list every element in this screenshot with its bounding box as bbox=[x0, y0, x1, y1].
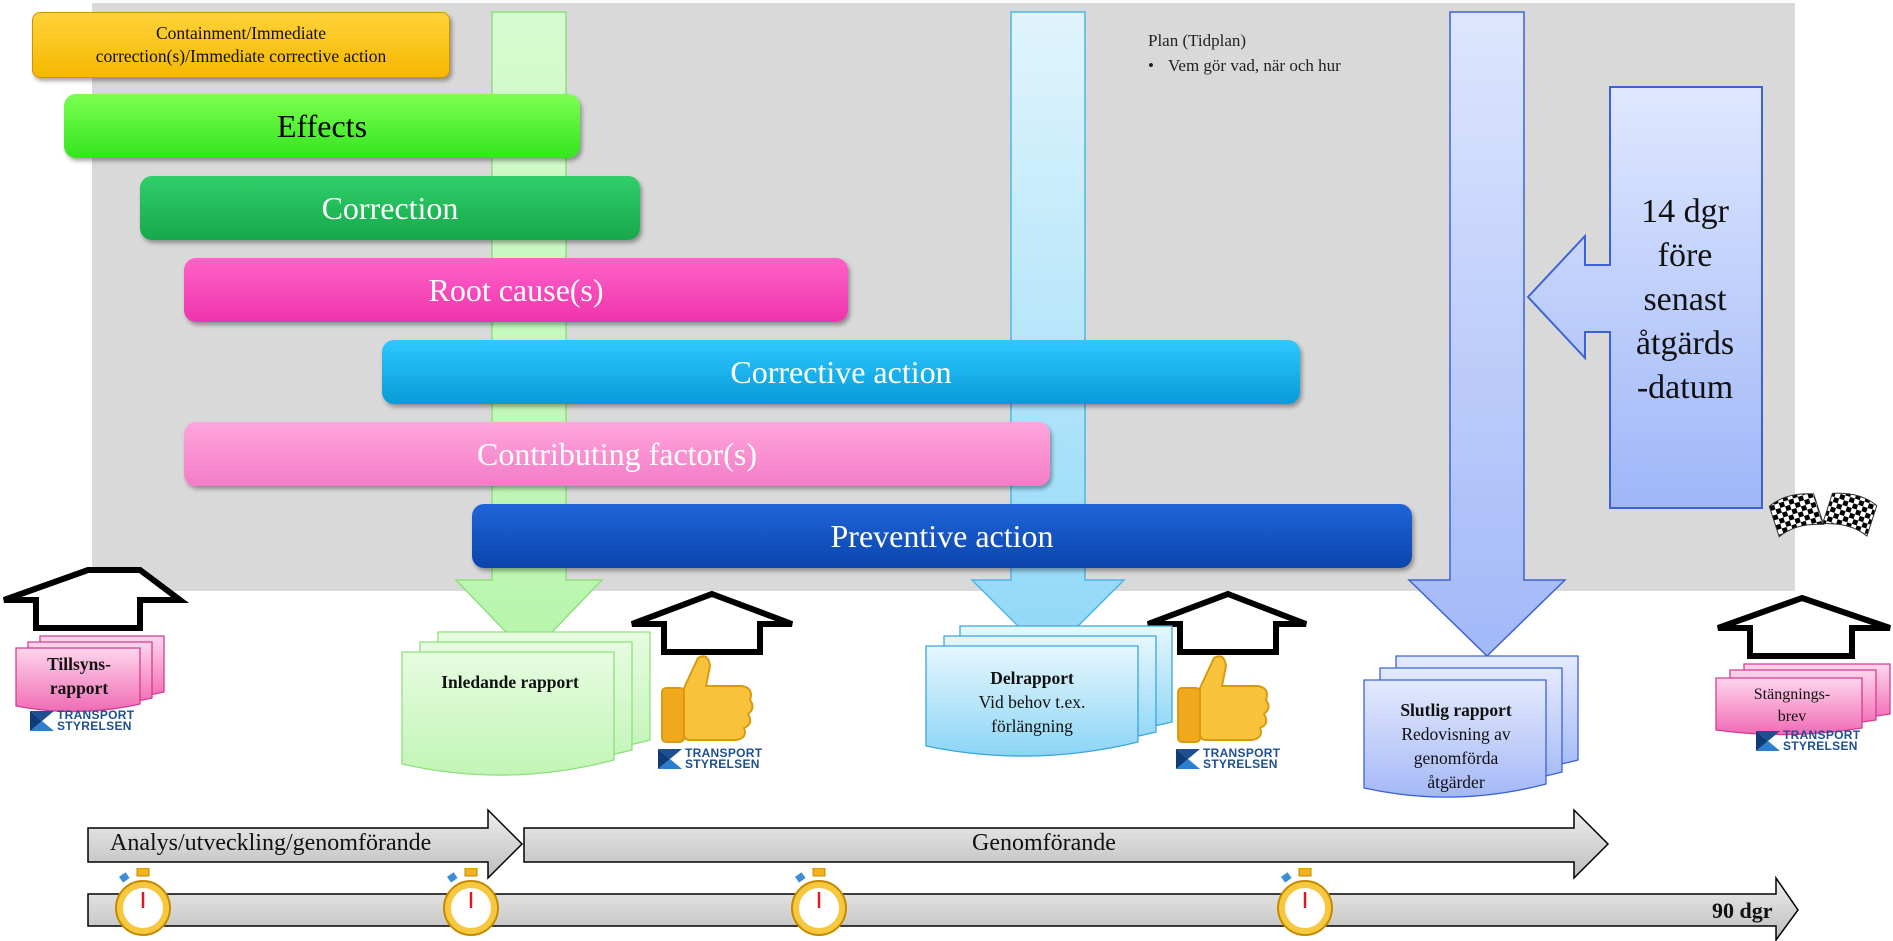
slutlig-rapport-title: Slutlig rapport bbox=[1400, 700, 1512, 720]
delrapport-line2: förlängning bbox=[991, 716, 1073, 736]
correction-label: Correction bbox=[321, 189, 459, 226]
tillsynsrapport-line2: rapport bbox=[49, 678, 109, 698]
slutlig-rapport-label: Slutlig rapport Redovisning av genomförd… bbox=[1368, 698, 1544, 794]
deadline-line-1: 14 dgr bbox=[1641, 193, 1729, 230]
delrapport-label: Delrapport Vid behov t.ex. förlängning bbox=[930, 666, 1134, 738]
stopwatch-icon bbox=[1277, 868, 1333, 936]
plan-title: Plan (Tidplan) bbox=[1148, 31, 1247, 50]
phase1-label: Analys/utveckling/genomförande bbox=[110, 830, 432, 856]
stangningsbrev-line2: brev bbox=[1777, 708, 1807, 725]
root-cause-bar: Root cause(s) bbox=[184, 258, 848, 322]
up-arrow-icon bbox=[2, 567, 189, 631]
deadline-label: 14 dgr före senast åtgärds -datum bbox=[1610, 190, 1760, 410]
up-arrow-icon bbox=[1716, 594, 1891, 659]
periwinkle-down-arrow bbox=[1407, 11, 1567, 658]
transport-styrelsen-mark-icon bbox=[30, 711, 54, 731]
logo-line1: TRANSPORT bbox=[1783, 728, 1861, 742]
thumbs-up-icon bbox=[661, 655, 754, 743]
contributing-factors-label: Contributing factor(s) bbox=[477, 435, 757, 472]
inledande-rapport-document bbox=[401, 631, 651, 776]
deadline-line-3: senast bbox=[1643, 281, 1727, 318]
thumbs-up-icon bbox=[1177, 655, 1270, 743]
correction-bar: Correction bbox=[140, 176, 640, 240]
slutlig-line2: genomförda bbox=[1413, 748, 1499, 768]
up-arrow-icon bbox=[1146, 590, 1308, 655]
logo-line2: STYRELSEN bbox=[57, 719, 132, 733]
slutlig-line3: åtgärder bbox=[1427, 772, 1485, 792]
tillsynsrapport-document bbox=[15, 635, 165, 713]
phase2-label: Genomförande bbox=[972, 830, 1116, 856]
transport-styrelsen-mark-icon bbox=[1756, 731, 1780, 751]
plan-bullet-text: Vem gör vad, när och hur bbox=[1168, 56, 1341, 75]
slutlig-rapport-document bbox=[1363, 655, 1579, 798]
total-days-label: 90 dgr bbox=[1712, 898, 1773, 923]
up-arrow-icon bbox=[630, 590, 794, 655]
transport-styrelsen-mark-icon bbox=[658, 749, 682, 769]
phase2-arrow bbox=[523, 808, 1610, 880]
corrective-action-label: Corrective action bbox=[730, 353, 952, 390]
inledande-rapport-label: Inledande rapport bbox=[441, 672, 579, 692]
stangningsbrev-line1: Stängnings- bbox=[1753, 686, 1831, 703]
effects-bar: Effects bbox=[64, 94, 580, 158]
phase1-arrow bbox=[87, 808, 524, 880]
stopwatch-icon bbox=[115, 868, 171, 936]
stangningsbrev-label: Stängnings- brev bbox=[1722, 684, 1862, 728]
logo-line2: STYRELSEN bbox=[1783, 739, 1858, 753]
preventive-action-label: Preventive action bbox=[830, 517, 1054, 554]
deadline-left-arrow bbox=[1526, 86, 1763, 509]
logo-line2: STYRELSEN bbox=[685, 757, 760, 771]
containment-label-line1: Containment/Immediate bbox=[155, 23, 327, 43]
corrective-action-bar: Corrective action bbox=[382, 340, 1300, 404]
deadline-line-5: -datum bbox=[1636, 369, 1734, 406]
delrapport-document bbox=[925, 625, 1173, 757]
blue-down-arrow bbox=[970, 11, 1126, 658]
tillsynsrapport-line1: Tillsyns- bbox=[47, 654, 111, 674]
logo-line2: STYRELSEN bbox=[1203, 757, 1278, 771]
logo-line1: TRANSPORT bbox=[57, 708, 135, 722]
deadline-line-2: före bbox=[1657, 237, 1713, 274]
days-arrow bbox=[87, 875, 1799, 941]
logo-line1: TRANSPORT bbox=[685, 746, 763, 760]
plan-note: Plan (Tidplan) Vem gör vad, när och hur bbox=[1148, 28, 1341, 78]
stangningsbrev-document bbox=[1715, 663, 1891, 736]
tillsynsrapport-label: Tillsyns- rapport bbox=[18, 652, 140, 700]
plan-bullet: Vem gör vad, när och hur bbox=[1148, 53, 1341, 78]
stopwatch-icon bbox=[791, 868, 847, 936]
slutlig-line1: Redovisning av bbox=[1401, 724, 1511, 744]
delrapport-line1: Vid behov t.ex. bbox=[978, 692, 1086, 712]
stopwatch-icon bbox=[443, 868, 499, 936]
deadline-line-4: åtgärds bbox=[1635, 325, 1735, 362]
preventive-action-bar: Preventive action bbox=[472, 504, 1412, 568]
effects-label: Effects bbox=[276, 107, 368, 144]
containment-bar: Containment/Immediate correction(s)/Imme… bbox=[32, 12, 450, 78]
transport-styrelsen-mark-icon bbox=[1176, 749, 1200, 769]
checkered-flag-icon bbox=[1768, 492, 1878, 538]
contributing-factors-bar: Contributing factor(s) bbox=[184, 422, 1050, 486]
containment-label-line2: correction(s)/Immediate corrective actio… bbox=[95, 46, 387, 66]
logo-line1: TRANSPORT bbox=[1203, 746, 1281, 760]
delrapport-title: Delrapport bbox=[990, 668, 1074, 688]
root-cause-label: Root cause(s) bbox=[428, 271, 604, 308]
